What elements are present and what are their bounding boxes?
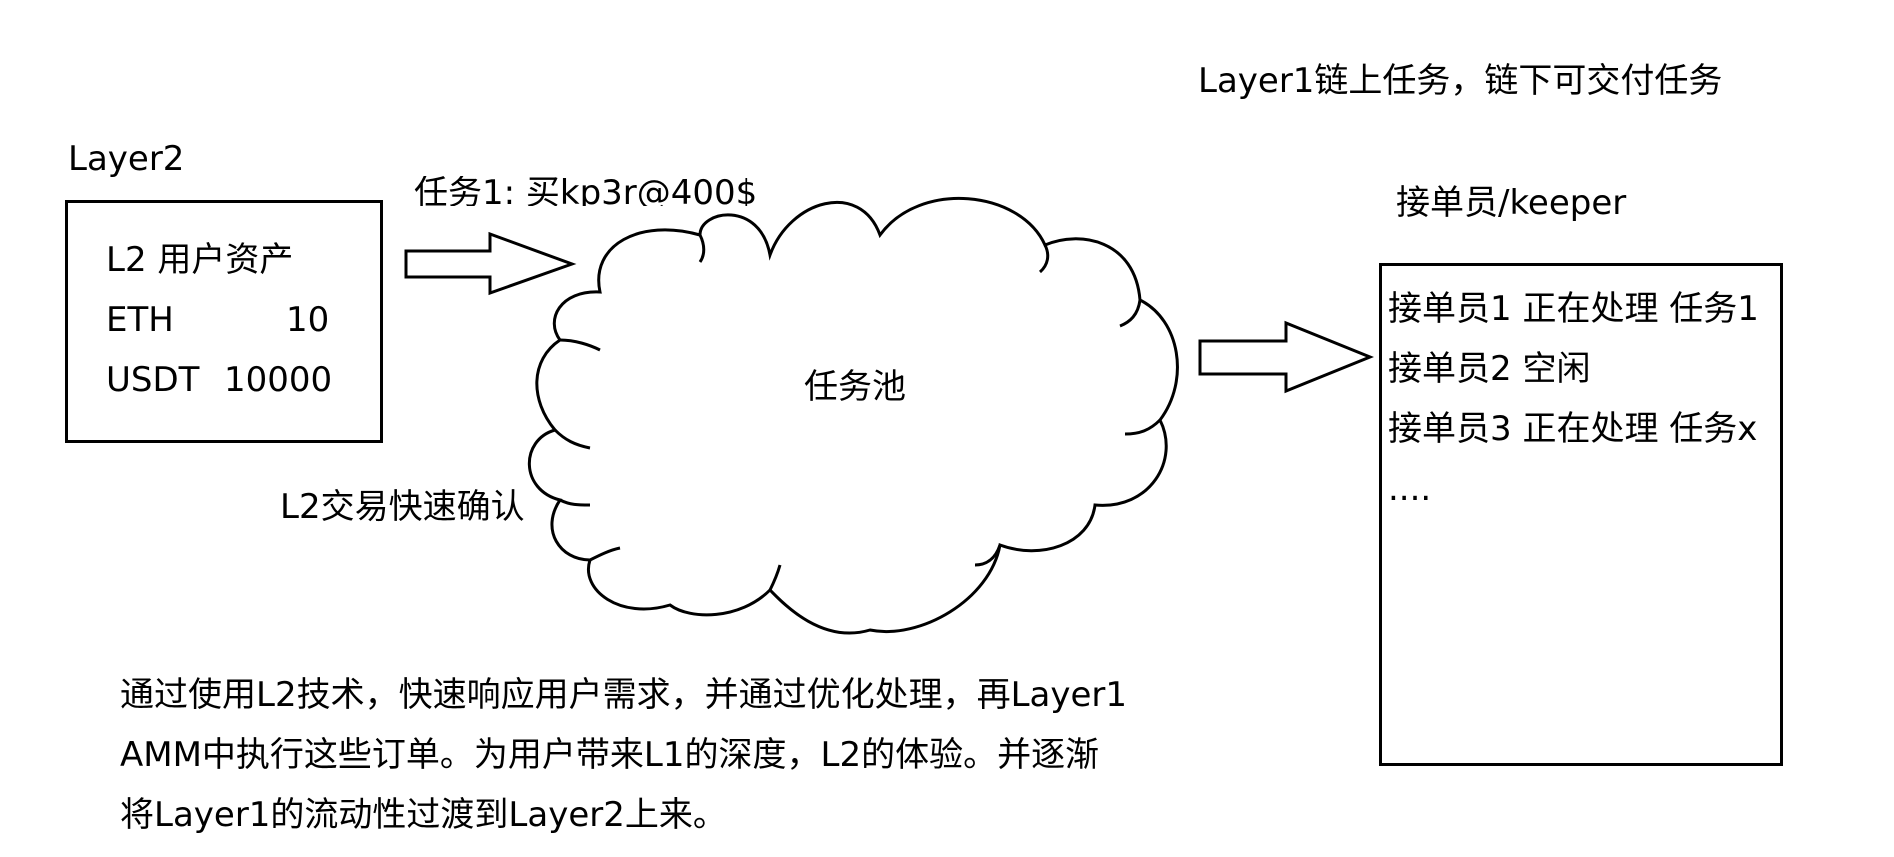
asset-usdt-label: USDT	[106, 360, 200, 400]
top-right-title: Layer1链上任务，链下可交付任务	[1198, 61, 1723, 101]
task-arrow-label: 任务1: 买kp3r@400$	[414, 176, 758, 206]
asset-eth-label: ETH	[106, 300, 174, 340]
keeper-row-1: 接单员1 正在处理 任务1	[1388, 289, 1759, 329]
description-line-3: 将Layer1的流动性过渡到Layer2上来。	[120, 795, 727, 835]
asset-eth-value: 10	[286, 300, 330, 340]
keeper-row-2: 接单员2 空闲	[1388, 349, 1591, 389]
layer2-asset-box: L2 用户资产 ETH 10 USDT 10000	[65, 200, 383, 443]
task-pool-label: 任务池	[804, 367, 906, 407]
right-arrow	[1198, 320, 1374, 394]
keeper-row-4: ....	[1388, 469, 1432, 509]
description-line-1: 通过使用L2技术，快速响应用户需求，并通过优化处理，再Layer1	[120, 675, 1127, 715]
keeper-label: 接单员/keeper	[1396, 183, 1627, 223]
l2-fast-confirm-label: L2交易快速确认	[280, 487, 525, 527]
left-arrow	[404, 231, 577, 296]
keeper-row-3: 接单员3 正在处理 任务x	[1388, 409, 1758, 449]
asset-usdt-value: 10000	[224, 360, 333, 400]
description-line-2: AMM中执行这些订单。为用户带来L1的深度，L2的体验。并逐渐	[120, 735, 1100, 775]
asset-box-title: L2 用户资产	[106, 240, 294, 280]
cloud-shape	[527, 196, 1179, 635]
keeper-box: 接单员1 正在处理 任务1 接单员2 空闲 接单员3 正在处理 任务x ....	[1379, 263, 1783, 766]
layer2-label: Layer2	[68, 139, 185, 179]
cloud-inner-strokes	[553, 234, 1162, 591]
